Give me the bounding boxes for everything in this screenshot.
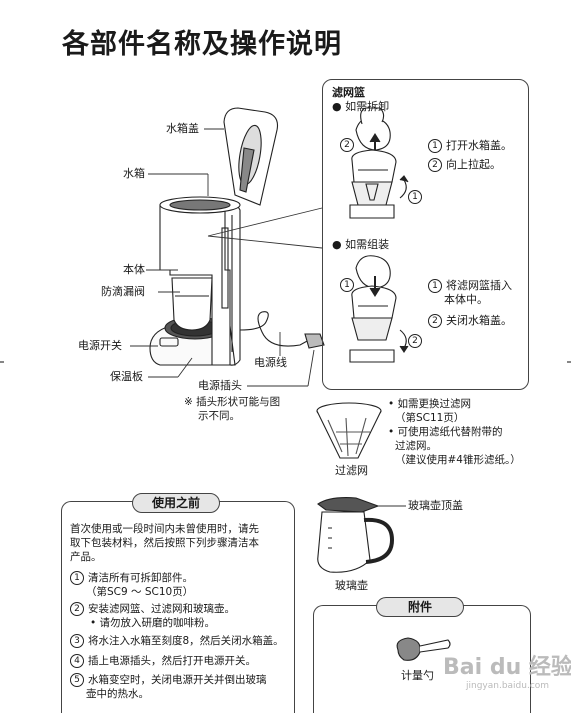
before-use-intro-2: 取下包装材料，然后按照下列步骤清洁本 <box>70 537 259 549</box>
plug-note-line2: 示不同。 <box>198 410 240 422</box>
filter-basket-panel <box>322 79 529 390</box>
filter-note-2b: 过滤网。 <box>395 440 437 452</box>
label-power-cord: 电源线 <box>254 356 287 369</box>
remove-heading: ● 如需拆卸 <box>332 100 390 113</box>
label-tank-lid: 水箱盖 <box>166 122 199 135</box>
label-carafe: 玻璃壶 <box>335 579 368 592</box>
label-warming-plate: 保温板 <box>110 370 143 383</box>
label-carafe-lid: 玻璃壶顶盖 <box>408 499 463 512</box>
remove-step1-marker: 1 <box>408 190 426 204</box>
before-use-step-1b: （第SC9 ～ SC10页） <box>86 586 194 598</box>
page-title: 各部件名称及操作说明 <box>62 29 342 60</box>
label-water-tank: 水箱 <box>123 167 145 180</box>
label-plug: 电源插头 <box>198 379 242 392</box>
label-scoop: 计量勺 <box>401 669 434 682</box>
filter-note-2a: • 可使用滤纸代替附带的 <box>388 426 503 438</box>
filter-note-2c: （建议使用#4锥形滤纸。） <box>395 454 521 466</box>
assemble-step1-cont: 本体中。 <box>444 293 488 306</box>
before-use-heading: 使用之前 <box>132 493 220 513</box>
before-use-step-2b: • 请勿放入研磨的咖啡粉。 <box>90 617 216 629</box>
assemble-step2-marker: 2 <box>408 334 426 348</box>
accessories-heading: 附件 <box>376 597 464 617</box>
before-use-intro-1: 首次使用或一段时间内未曾使用时，请先 <box>70 523 259 535</box>
watermark-logo: Bai du 经验 <box>443 655 571 680</box>
before-use-intro-3: 产品。 <box>70 551 102 563</box>
assemble-heading: ● 如需组装 <box>332 238 390 251</box>
label-body: 本体 <box>123 263 145 276</box>
before-use-step-5b: 壶中的热水。 <box>86 688 149 700</box>
watermark-url: jingyan.baidu.com <box>466 681 550 691</box>
label-power-switch: 电源开关 <box>78 339 122 352</box>
basket-panel-title: 滤网篮 <box>332 86 365 99</box>
label-drip-valve: 防滴漏阀 <box>101 285 145 298</box>
label-filter: 过滤网 <box>335 464 368 477</box>
filter-note-1b: （第SC11页） <box>395 412 465 424</box>
plug-note-line1: ※ 插头形状可能与图 <box>184 396 281 408</box>
assemble-step1-marker: 1 <box>340 278 358 292</box>
remove-step2-marker: 2 <box>340 138 358 152</box>
filter-note-1a: • 如需更换过滤网 <box>388 398 472 410</box>
